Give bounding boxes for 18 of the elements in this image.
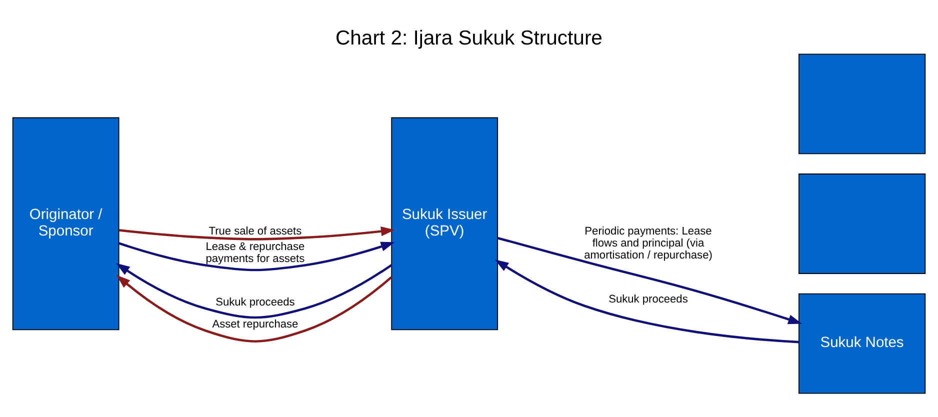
node-box <box>798 53 926 154</box>
edge-label: Sukuk proceeds <box>216 296 295 308</box>
arrow <box>116 274 392 342</box>
diagram-title: Chart 2: Ijara Sukuk Structure <box>336 27 602 50</box>
node-box <box>798 173 926 274</box>
arrow <box>116 262 392 318</box>
edge-label: Sukuk proceeds <box>608 293 688 306</box>
node-box: Originator / Sponsor <box>12 116 120 330</box>
node-box: Sukuk Issuer (SPV) <box>391 116 498 330</box>
node-box: Sukuk Notes <box>798 292 926 394</box>
edge-label: Asset repurchase <box>212 318 298 330</box>
edge-label: Periodic payments: Lease flows and principal (via amortisation / repurchase) <box>584 224 712 261</box>
edge-label: Lease & repurchase payments for assets <box>206 240 305 265</box>
arrow <box>118 226 395 240</box>
arrow <box>494 259 799 343</box>
edge-label: True sale of assets <box>208 224 302 237</box>
arrow <box>118 241 395 271</box>
arrow <box>498 236 802 324</box>
